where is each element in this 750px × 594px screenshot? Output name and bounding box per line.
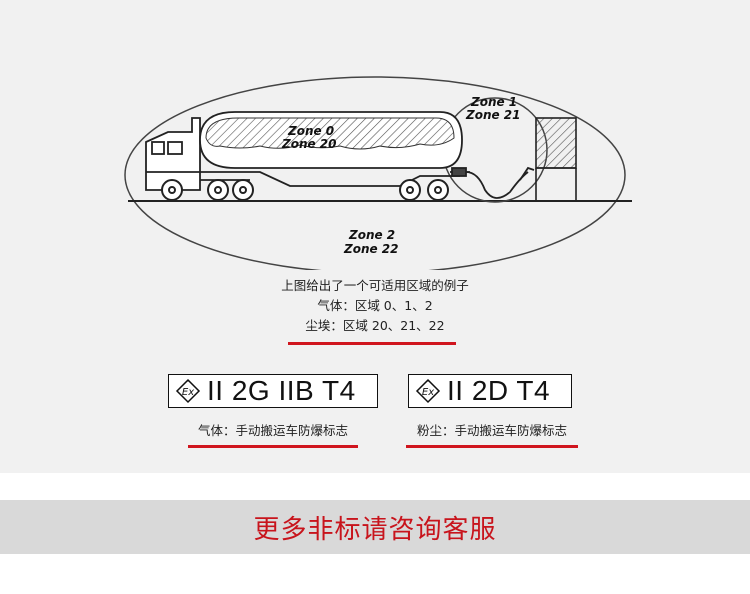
zone-21-label: Zone 21 bbox=[465, 108, 521, 122]
gas-ex-code: II 2G IIB T4 bbox=[207, 375, 356, 406]
svg-text:Ex: Ex bbox=[422, 387, 434, 398]
dust-mark-underline bbox=[406, 445, 578, 448]
transfer-hose bbox=[451, 166, 535, 199]
zone-0-label: Zone 0 bbox=[287, 124, 334, 138]
dust-mark-caption: 粉尘：手动搬运车防爆标志 bbox=[416, 423, 567, 438]
dust-ex-mark: Ex II 2D T4 bbox=[408, 374, 572, 408]
caption-underline bbox=[288, 342, 456, 345]
content-panel: Zone 0 Zone 20 Zone 1 Zone 21 Zone 2 Zon… bbox=[0, 0, 750, 473]
zone-2-boundary bbox=[124, 76, 626, 270]
zone-2-label: Zone 2 bbox=[348, 228, 395, 242]
hazard-zone-diagram: Zone 0 Zone 20 Zone 1 Zone 21 Zone 2 Zon… bbox=[124, 76, 632, 270]
ex-mark-icon: Ex bbox=[175, 378, 201, 404]
tanker-tank bbox=[199, 111, 463, 169]
gas-mark-underline bbox=[188, 445, 358, 448]
contact-banner[interactable]: 更多非标请咨询客服 bbox=[0, 500, 750, 554]
ex-mark-icon: Ex bbox=[415, 378, 441, 404]
svg-text:Ex: Ex bbox=[182, 387, 194, 398]
truck-wheels bbox=[161, 179, 449, 201]
zone-22-label: Zone 22 bbox=[343, 242, 399, 256]
zone-1-label: Zone 1 bbox=[470, 95, 517, 109]
storage-building bbox=[535, 117, 577, 200]
diagram-caption-dust: 尘埃：区域 20、21、22 bbox=[305, 318, 445, 333]
diagram-caption-gas: 气体：区域 0、1、2 bbox=[317, 298, 433, 313]
zone-20-label: Zone 20 bbox=[281, 137, 337, 151]
dust-ex-code: II 2D T4 bbox=[447, 375, 551, 406]
contact-banner-text: 更多非标请咨询客服 bbox=[253, 514, 497, 545]
gas-mark-caption: 气体：手动搬运车防爆标志 bbox=[197, 423, 348, 438]
truck-cab bbox=[145, 117, 201, 191]
diagram-caption-title: 上图给出了一个可适用区域的例子 bbox=[281, 278, 469, 293]
gas-ex-mark: Ex II 2G IIB T4 bbox=[168, 374, 378, 408]
